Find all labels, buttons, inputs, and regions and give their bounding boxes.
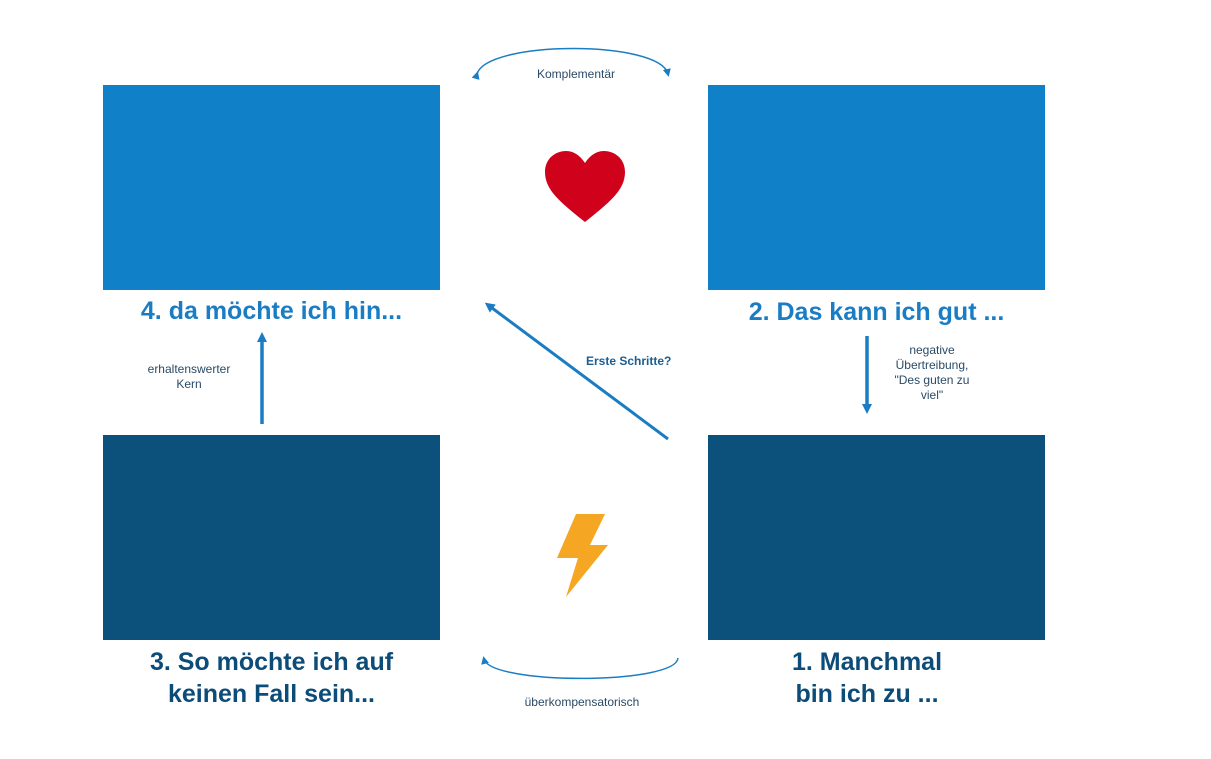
quadrant-1-title: 1. Manchmal bin ich zu ... — [791, 648, 943, 708]
bottom-arc-label: überkompensatorisch — [524, 695, 640, 709]
diagonal-arrow-label: Erste Schritte? — [586, 354, 672, 368]
quadrant-2-title: 2. Das kann ich gut ... — [748, 298, 1005, 326]
quadrant-2-box — [708, 85, 1045, 290]
left-arrow-label: erhaltenswerter Kern — [147, 362, 231, 391]
heart-icon — [545, 151, 625, 222]
quadrant-4-title: 4. da möchte ich hin... — [140, 297, 403, 325]
diagonal-arrow — [484, 302, 669, 441]
top-arc-arrow — [471, 47, 671, 80]
quadrant-3-title: 3. So möchte ich auf keinen Fall sein... — [149, 648, 394, 708]
lightning-icon — [557, 514, 608, 597]
bottom-arc-arrow — [481, 656, 679, 680]
quadrant-4-box — [103, 85, 440, 290]
right-arrow-label: negative Übertreibung, "Des guten zu vie… — [894, 343, 970, 402]
quadrant-1-box — [708, 435, 1045, 640]
quadrant-3-box — [103, 435, 440, 640]
